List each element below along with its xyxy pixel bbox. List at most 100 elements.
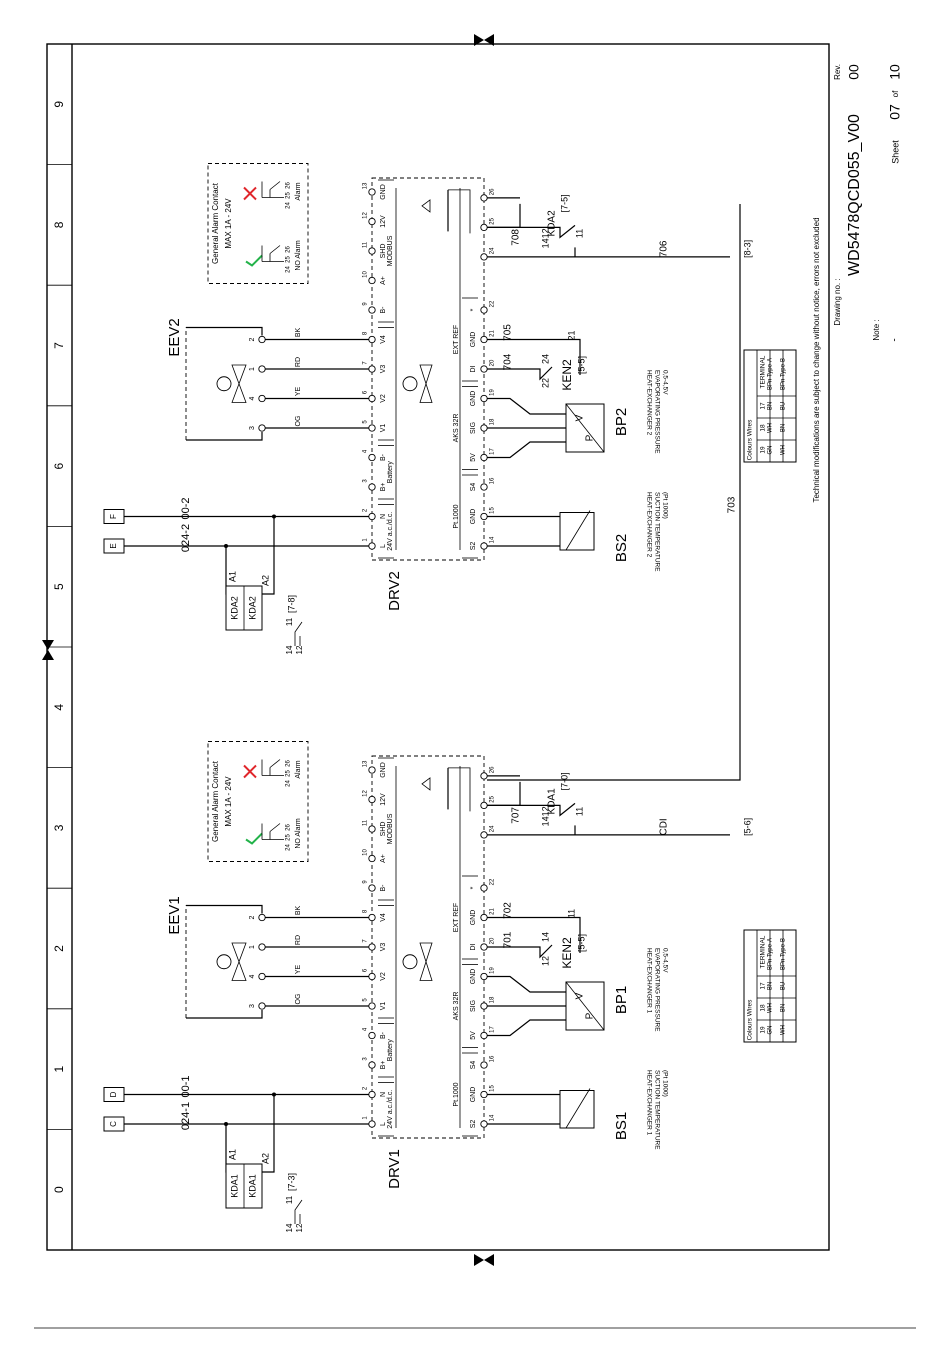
terminal-name: S4 xyxy=(470,483,477,492)
valve-pin: 4 xyxy=(249,396,256,400)
driver-terminal xyxy=(368,217,376,226)
terminal-number: 16 xyxy=(490,477,496,484)
driver-terminal xyxy=(480,884,488,892)
wire-number: 703 xyxy=(727,496,738,513)
colour-table-cell: WH xyxy=(781,1025,787,1035)
wire-colour: YE xyxy=(295,965,302,975)
cross-reference: [5-5] xyxy=(576,934,586,952)
terminal-number: 11 xyxy=(363,241,369,248)
driver-terminal xyxy=(480,943,488,951)
drawing-number-label: Drawing no. : xyxy=(833,278,842,325)
valve-pin: 2 xyxy=(249,915,256,919)
alarm-pin: 24 xyxy=(286,780,292,787)
alarm-pin: 25 xyxy=(286,770,292,777)
revision-value: 00 xyxy=(846,64,862,80)
relay-coil-label: KDA1 xyxy=(247,1174,257,1198)
terminal-number: 13 xyxy=(363,760,369,767)
colour-table-header: TERMINAL xyxy=(760,935,767,968)
sensor-wire xyxy=(487,441,566,459)
contact-pin: 21 xyxy=(566,330,576,340)
terminal-name: * xyxy=(470,308,477,311)
sensor-wire xyxy=(487,397,566,415)
colour-table-header: 19 xyxy=(760,1026,767,1034)
di-wire xyxy=(487,338,581,375)
driver-terminal xyxy=(480,424,488,432)
driver-terminal xyxy=(368,276,376,285)
contact-pin: 22 xyxy=(540,378,550,388)
driver-terminal xyxy=(368,365,376,373)
terminal-number: 4 xyxy=(363,1027,369,1031)
ken-label: KEN2 xyxy=(560,359,574,391)
terminal-number: 13 xyxy=(363,182,369,189)
driver-outline xyxy=(371,755,485,1139)
warning-icon xyxy=(421,777,431,791)
pressure-v-symbol: V xyxy=(575,414,586,421)
terminal-number: 15 xyxy=(490,507,496,514)
colour-table-cell: WH xyxy=(781,445,787,455)
terminal-number: 6 xyxy=(363,968,369,972)
relay-coil-label: KDA2 xyxy=(247,596,257,620)
terminal-number: 26 xyxy=(490,188,496,195)
driver-terminal xyxy=(368,913,376,922)
terminal-number: 5 xyxy=(363,420,369,424)
colour-table-header: 19 xyxy=(760,446,767,454)
contact-pin: 12 xyxy=(540,228,550,238)
alarm-contact-box xyxy=(207,163,309,284)
valve-terminal xyxy=(258,394,266,403)
valve-pin: 2 xyxy=(249,337,256,341)
valve-label: EEV1 xyxy=(166,896,183,934)
sensor-description: 0,5-4,5V xyxy=(661,370,668,395)
driver-terminal xyxy=(480,223,488,232)
contact-pin: 14 xyxy=(540,932,550,942)
driver-terminal xyxy=(480,365,488,373)
wire-number: 708 xyxy=(511,229,522,246)
driver-terminal xyxy=(368,542,376,550)
terminal-number: 24 xyxy=(490,825,496,832)
terminal-name: V3 xyxy=(380,365,387,374)
driver-bowtie-icon xyxy=(419,942,433,981)
terminal-number: 16 xyxy=(490,1055,496,1062)
terminal-number: 10 xyxy=(363,271,369,278)
driver-motor-icon xyxy=(402,954,418,970)
relay-coil-label: KDA2 xyxy=(229,596,239,620)
driver-label: DRV2 xyxy=(386,571,403,611)
terminal-name: GND xyxy=(470,332,477,348)
alarm-contact-line xyxy=(269,181,281,198)
wire-colour: YE xyxy=(295,387,302,397)
driver-terminal xyxy=(480,801,488,810)
terminal-number: 10 xyxy=(363,849,369,856)
colour-table-cell: WH xyxy=(768,423,774,433)
terminal-number: 19 xyxy=(490,389,496,396)
alarm-pin: 26 xyxy=(286,246,292,253)
terminal-name: N xyxy=(380,514,387,519)
terminal-name: GND xyxy=(470,1087,477,1103)
alarm-state-label: NO Alarm xyxy=(295,818,302,849)
driver-terminal xyxy=(368,1031,376,1040)
terminal-name: 12V xyxy=(380,215,387,228)
alarm-pin: 26 xyxy=(286,824,292,831)
disclaimer-text: Technical modifications are subject to c… xyxy=(812,217,821,502)
terminal-number: 3 xyxy=(363,479,369,483)
contact-pin: 12 xyxy=(295,645,304,654)
driver-terminal xyxy=(480,1031,488,1040)
terminal-number: 4 xyxy=(363,449,369,453)
terminal-name: GND xyxy=(470,509,477,525)
valve-outline xyxy=(186,432,263,441)
pressure-sensor-label: BP1 xyxy=(613,986,630,1014)
terminal-group-label: 24V a.c./d.c. xyxy=(387,512,394,551)
colour-table-cell: BN xyxy=(768,982,774,990)
terminal-name: V1 xyxy=(380,424,387,433)
alarm-state-label: Alarm xyxy=(295,182,302,200)
colour-table-header: 17 xyxy=(760,982,767,990)
grid-column-number: 7 xyxy=(52,342,66,349)
driver-label: DRV1 xyxy=(386,1149,403,1189)
alarm-pin: 26 xyxy=(286,182,292,189)
sheet-total: 10 xyxy=(887,64,903,80)
grid-column-number: 9 xyxy=(52,101,66,108)
driver-terminal xyxy=(368,188,376,196)
terminal-number: 1 xyxy=(363,1116,369,1120)
terminal-number: 12 xyxy=(363,790,369,797)
terminal-group-label: 24V a.c./d.c. xyxy=(387,1090,394,1129)
driver-motor-icon xyxy=(402,376,418,392)
